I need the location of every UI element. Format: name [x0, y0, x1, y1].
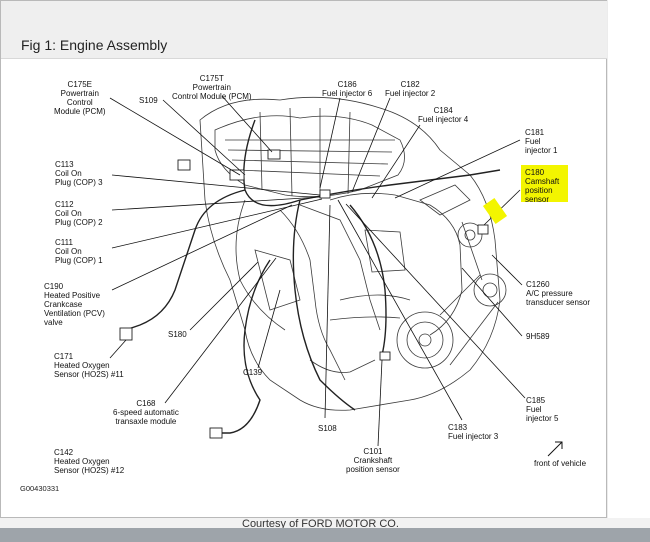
label-c171: C171 Heated Oxygen Sensor (HO2S) #11	[54, 352, 124, 379]
figure-frame: Fig 1: Engine Assembly	[0, 0, 608, 518]
label-c184: C184 Fuel injector 4	[418, 106, 469, 124]
label-c185: C185 Fuel injector 5	[526, 396, 559, 423]
label-s108: S108	[318, 424, 337, 433]
label-c142: C142 Heated Oxygen Sensor (HO2S) #12	[54, 448, 125, 475]
label-c112: C112 Coil On Plug (COP) 2	[55, 200, 103, 227]
label-c183: C183 Fuel injector 3	[448, 423, 499, 441]
window-bottom-bar	[0, 528, 650, 542]
wiring-harness	[119, 119, 501, 434]
label-front-of-vehicle: front of vehicle	[534, 459, 587, 468]
front-arrow-icon	[547, 441, 563, 457]
label-c180: C180 Camshaft position sensor	[525, 168, 560, 204]
label-c175t: C175T Powertrain Control Module (PCM)	[172, 74, 252, 101]
right-margin	[607, 0, 650, 518]
highlight-c180	[521, 165, 568, 202]
label-9h589: 9H589	[526, 332, 550, 341]
label-c181: C181 Fuel injector 1	[525, 128, 558, 155]
connectors	[119, 149, 489, 439]
courtesy-text: Courtesy of FORD MOTOR CO.	[242, 518, 399, 530]
label-c182: C182 Fuel injector 2	[385, 80, 436, 98]
engine-diagram	[109, 95, 563, 457]
leader-lines	[109, 95, 526, 447]
label-s180: S180	[168, 330, 187, 339]
label-s109: S109	[139, 96, 158, 105]
label-c1260: C1260 A/C pressure transducer sensor	[526, 280, 591, 307]
label-c186: C186 Fuel injector 6	[322, 80, 373, 98]
engine-illustration	[199, 96, 507, 411]
figure-id: G00430331	[20, 484, 60, 493]
label-c190: C190 Heated Positive Crankcase Ventilati…	[44, 282, 105, 327]
figure-title: Fig 1: Engine Assembly	[21, 37, 168, 53]
label-c113: C113 Coil On Plug (COP) 3	[55, 160, 103, 187]
label-c111: C111 Coil On Plug (COP) 1	[55, 238, 103, 265]
label-c168: C168 6-speed automatic transaxle module	[113, 399, 179, 426]
label-c175e: C175E Powertrain Control Module (PCM)	[54, 80, 106, 116]
label-c101: C101 Crankshaft position sensor	[346, 447, 400, 474]
title-band: Fig 1: Engine Assembly	[1, 1, 608, 59]
label-c139: C139	[243, 368, 263, 377]
